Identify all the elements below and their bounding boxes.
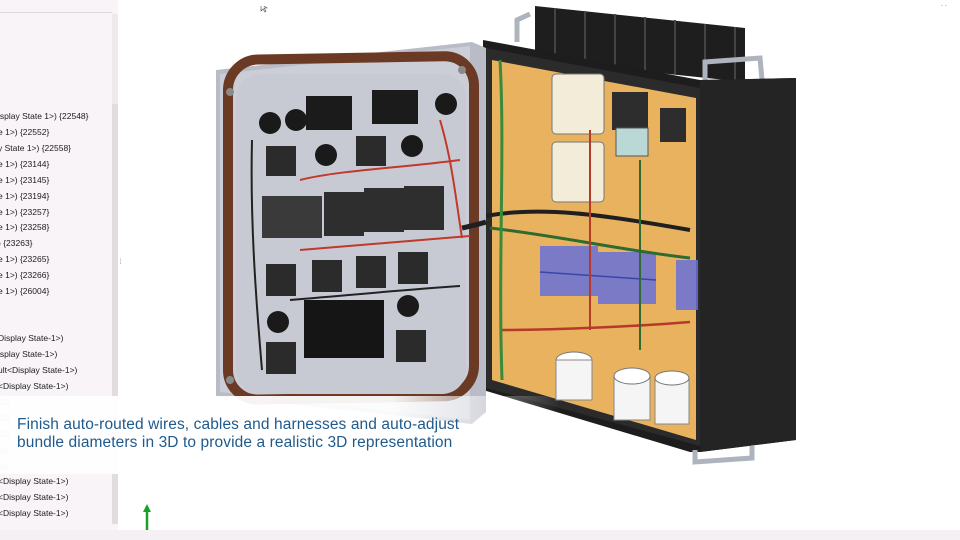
door-components [250, 90, 487, 374]
caption-line-1: Finish auto-routed wires, cables and har… [17, 416, 460, 433]
panel-splitter[interactable] [118, 0, 123, 530]
tree-item[interactable]: y State 1>) {22558} [0, 143, 72, 153]
tree-item[interactable]: <Display State-1>) [0, 476, 69, 486]
tree-item[interactable]: <Display State-1>) [0, 381, 69, 391]
tree-item[interactable]: e 1>) {23265} [0, 254, 50, 264]
graphics-viewport[interactable] [124, 6, 960, 530]
caption-line-2: bundle diameters in 3D to provide a real… [17, 434, 453, 451]
backplate-components [484, 59, 698, 425]
coordinate-triad-icon [143, 504, 151, 530]
feature-tree-header [0, 0, 112, 13]
tree-item[interactable]: Display State-1>) [0, 333, 64, 343]
tree-scrollbar[interactable] [112, 14, 118, 524]
caption-background [0, 396, 560, 474]
tree-item[interactable]: e 1>) {23194} [0, 191, 50, 201]
tree-item[interactable]: e 1>) {23266} [0, 270, 50, 280]
tree-item[interactable]: isplay State 1>) {22548} [0, 111, 89, 121]
tree-scrollbar-thumb[interactable] [112, 104, 118, 524]
tree-item[interactable]: e 1>) {23258} [0, 222, 50, 232]
tree-item[interactable]: <Display State-1>) [0, 508, 69, 518]
tree-item[interactable]: e 1>) {23145} [0, 175, 50, 185]
tree-item[interactable]: e 1>) {22552} [0, 127, 50, 137]
tree-item[interactable]: <Display State-1>) [0, 492, 69, 502]
splitter-grip-icon[interactable]: ⁞ [119, 259, 122, 266]
status-strip [0, 530, 960, 540]
tree-item[interactable]: ult<Display State-1>) [0, 365, 78, 375]
tree-item[interactable]: e 1>) {23144} [0, 159, 50, 169]
video-caption: Finish auto-routed wires, cables and har… [0, 396, 560, 474]
tree-item[interactable]: ) {23263} [0, 238, 33, 248]
tree-item[interactable]: isplay State-1>) [0, 349, 58, 359]
tree-item[interactable]: e 1>) {23257} [0, 207, 50, 217]
mouse-cursor-icon [260, 6, 268, 13]
tree-item[interactable]: e 1>) {26004} [0, 286, 50, 296]
electrical-enclosure-model [216, 6, 796, 465]
